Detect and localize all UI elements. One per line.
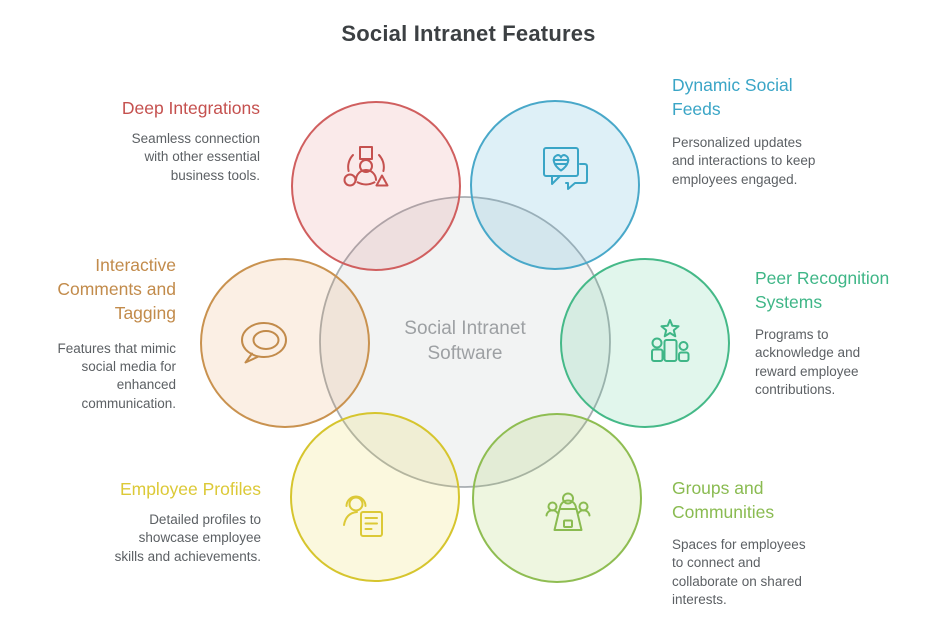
center-label: Social Intranet Software: [404, 318, 526, 365]
circle-dynamic-social-feeds: [470, 100, 640, 270]
circle-peer-recognition: [560, 258, 730, 428]
feature-employee-profiles: Employee Profiles Detailed profiles to s…: [60, 478, 261, 566]
social-feed-icon: [543, 147, 588, 190]
feature-deep-integrations: Deep Integrations Seamless connection wi…: [60, 97, 260, 185]
feature-description-interactive-comments: Features that mimic social media for enh…: [57, 340, 176, 411]
profile-card-icon: [343, 495, 383, 537]
feature-description-employee-profiles: Detailed profiles to showcase employee s…: [114, 511, 261, 564]
feature-heading-employee-profiles: Employee Profiles: [119, 479, 261, 499]
feature-heading-groups-communities: Groups and Communities: [672, 478, 775, 522]
feature-groups-communities: Groups and Communities Spaces for employ…: [672, 477, 857, 609]
feature-heading-deep-integrations: Deep Integrations: [121, 98, 260, 118]
integrations-icon: [343, 146, 389, 187]
circle-groups-communities: [472, 413, 642, 583]
feature-heading-peer-recognition: Peer Recognition Systems: [755, 268, 890, 312]
feature-interactive-comments: Interactive Comments and Tagging Feature…: [10, 254, 176, 413]
page-title: Social Intranet Features: [341, 21, 596, 46]
feature-dynamic-social-feeds: Dynamic Social Feeds Personalized update…: [672, 74, 857, 189]
feature-description-groups-communities: Spaces for employees to connect and coll…: [672, 536, 806, 607]
circle-employee-profiles: [290, 412, 460, 582]
group-meeting-icon: [545, 492, 591, 531]
feature-heading-interactive-comments: Interactive Comments and Tagging: [57, 255, 176, 323]
feature-peer-recognition: Peer Recognition Systems Programs to ack…: [755, 267, 927, 399]
comment-bubble-icon: [241, 322, 287, 364]
feature-heading-dynamic-social-feeds: Dynamic Social Feeds: [672, 75, 793, 119]
recognition-podium-icon: [651, 319, 690, 362]
feature-description-dynamic-social-feeds: Personalized updates and interactions to…: [672, 134, 816, 187]
feature-description-peer-recognition: Programs to acknowledge and reward emplo…: [755, 326, 861, 397]
feature-description-deep-integrations: Seamless connection with other essential…: [131, 130, 260, 183]
